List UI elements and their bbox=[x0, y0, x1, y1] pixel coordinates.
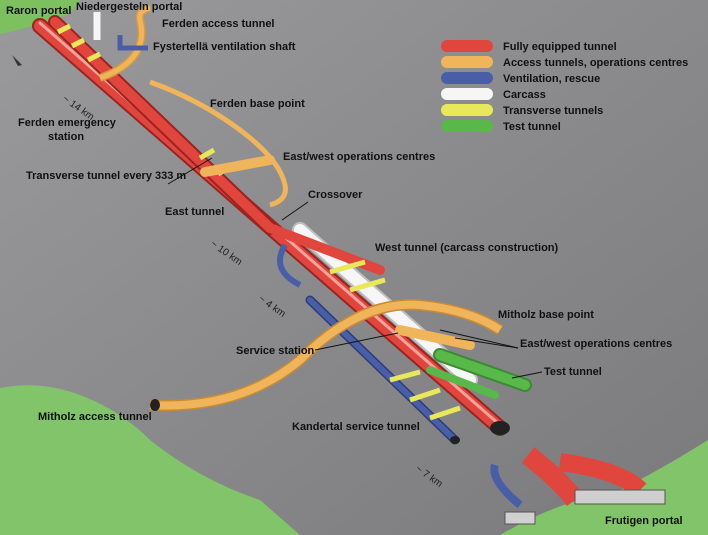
west-tunnel-label: West tunnel (carcass construction) bbox=[375, 242, 559, 254]
legend-label: Ventilation, rescue bbox=[503, 73, 600, 85]
frutigen-portal-tunnels bbox=[504, 447, 666, 525]
legend-swatch-red bbox=[441, 40, 493, 52]
legend: Fully equipped tunnel Access tunnels, op… bbox=[441, 40, 688, 133]
fystertella-shaft bbox=[117, 35, 148, 51]
legend-item: Access tunnels, operations centres bbox=[441, 56, 688, 69]
legend-label: Carcass bbox=[503, 89, 546, 101]
legend-label: Access tunnels, operations centres bbox=[503, 57, 688, 69]
test-tunnel-shape bbox=[426, 348, 532, 399]
ferden-emergency-label-2: station bbox=[48, 131, 84, 143]
legend-item: Test tunnel bbox=[441, 120, 561, 133]
ventilation-crossover bbox=[277, 243, 302, 288]
kandertal-end bbox=[450, 436, 460, 444]
transverse-label: Transverse tunnel every 333 m bbox=[26, 170, 186, 182]
east-tunnel-label: East tunnel bbox=[165, 206, 224, 218]
legend-label: Transverse tunnels bbox=[503, 105, 603, 117]
north-arrow-icon bbox=[12, 55, 22, 66]
frutigen-portal-label: Frutigen portal bbox=[605, 515, 683, 527]
legend-swatch-green bbox=[441, 120, 493, 132]
terrain-mitholz bbox=[0, 385, 300, 535]
ventilation-frutigen bbox=[490, 463, 523, 509]
ew-ops-label-1: East/west operations centres bbox=[283, 151, 435, 163]
legend-item: Ventilation, rescue bbox=[441, 72, 600, 85]
leader-lines bbox=[167, 157, 543, 379]
legend-item: Carcass bbox=[441, 88, 546, 101]
ferden-ops-loop bbox=[149, 79, 288, 208]
fystertella-label: Fystertellä ventilation shaft bbox=[153, 41, 296, 53]
legend-item: Transverse tunnels bbox=[441, 104, 603, 117]
ferden-access-label: Ferden access tunnel bbox=[162, 18, 275, 30]
terrain-raron bbox=[0, 0, 80, 34]
ferden-ops-centre bbox=[200, 155, 275, 177]
mitholz-portal-end bbox=[150, 399, 160, 411]
legend-swatch-orange bbox=[441, 56, 493, 68]
crossover-label: Crossover bbox=[308, 189, 363, 201]
terrain-frutigen bbox=[500, 440, 708, 535]
legend-label: Fully equipped tunnel bbox=[503, 41, 617, 53]
mitholz-access-label: Mitholz access tunnel bbox=[38, 411, 152, 423]
service-station-label: Service station bbox=[236, 345, 315, 357]
raron-portal-label: Raron portal bbox=[6, 5, 71, 17]
niedergesteln-portal-label: Niedergesteln portal bbox=[76, 1, 182, 13]
legend-swatch-yellow bbox=[441, 104, 493, 116]
ew-ops-label-2: East/west operations centres bbox=[520, 338, 672, 350]
legend-swatch-blue bbox=[441, 72, 493, 84]
legend-swatch-white bbox=[441, 88, 493, 100]
east-portal-end bbox=[490, 421, 510, 435]
mitholz-ops-centre bbox=[395, 325, 475, 350]
ferden-base-label: Ferden base point bbox=[210, 98, 305, 110]
ferden-emergency-label: Ferden emergency bbox=[18, 117, 117, 129]
test-tunnel-label: Test tunnel bbox=[544, 366, 602, 378]
mitholz-base-label: Mitholz base point bbox=[498, 309, 594, 321]
legend-label: Test tunnel bbox=[503, 121, 561, 133]
kandertal-label: Kandertal service tunnel bbox=[292, 421, 420, 433]
legend-item: Fully equipped tunnel bbox=[441, 40, 617, 53]
